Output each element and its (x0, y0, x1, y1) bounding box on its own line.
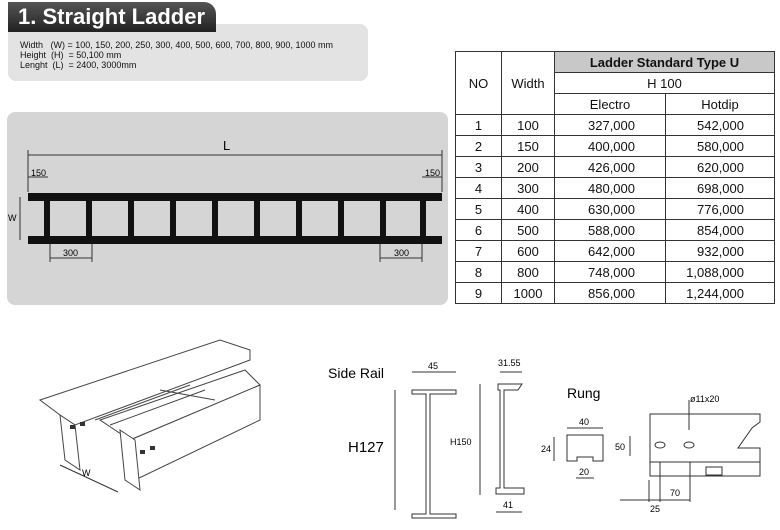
cell-no: 4 (455, 177, 502, 199)
end-left-label: 150 (31, 168, 46, 178)
cell-width: 800 (501, 261, 555, 283)
rung (380, 199, 386, 238)
w41-label: 41 (503, 500, 513, 510)
section-title: 1. Straight Ladder (8, 2, 216, 32)
w3155-label: 31.55 (498, 358, 521, 368)
pitch-left-label: 300 (63, 248, 78, 258)
width-label: W (8, 213, 17, 223)
hole-label: ø11x20 (690, 394, 719, 404)
cell-width: 150 (501, 135, 555, 157)
iso-width-label: W (82, 468, 91, 478)
rung (338, 199, 344, 238)
rung (44, 199, 50, 238)
cell-electro: 630,000 (554, 198, 666, 220)
col-electro: Electro (554, 93, 666, 115)
cell-no: 6 (455, 219, 502, 241)
h150-label: H150 (450, 437, 472, 447)
rung (254, 199, 260, 238)
cell-width: 300 (501, 177, 555, 199)
w45-label: 45 (428, 361, 438, 371)
rung-label: Rung (567, 385, 600, 401)
cell-hotdip: 580,000 (665, 135, 775, 157)
cell-no: 2 (455, 135, 502, 157)
side-rail-label: Side Rail (328, 365, 384, 381)
cell-electro: 327,000 (554, 114, 666, 136)
ladder-diagram: L 150 150 W 300 300 (8, 138, 443, 262)
cell-no: 1 (455, 114, 502, 136)
cell-no: 3 (455, 156, 502, 178)
cell-hotdip: 776,000 (665, 198, 775, 220)
rung (212, 199, 218, 238)
rung (420, 199, 426, 238)
cell-no: 7 (455, 240, 502, 262)
pitch-right-label: 300 (394, 248, 409, 258)
end-right-label: 150 (425, 168, 440, 178)
cell-width: 500 (501, 219, 555, 241)
length-label: L (223, 138, 230, 153)
cell-electro: 642,000 (554, 240, 666, 262)
w40-label: 40 (579, 417, 589, 427)
height-header: H 100 (554, 72, 775, 94)
rung (86, 199, 92, 238)
col-hotdip: Hotdip (665, 93, 775, 115)
cell-electro: 748,000 (554, 261, 666, 283)
d25-label: 25 (650, 504, 660, 514)
cell-hotdip: 1,244,000 (665, 282, 775, 304)
cell-no: 9 (455, 282, 502, 304)
cell-width: 400 (501, 198, 555, 220)
rung (170, 199, 176, 238)
cell-hotdip: 854,000 (665, 219, 775, 241)
cell-hotdip: 542,000 (665, 114, 775, 136)
cell-width: 1000 (501, 282, 555, 304)
isometric-ladder-drawing: W (38, 339, 261, 493)
cell-electro: 588,000 (554, 219, 666, 241)
cell-electro: 856,000 (554, 282, 666, 304)
h24-label: 24 (541, 444, 551, 454)
rung (128, 199, 134, 238)
cell-no: 5 (455, 198, 502, 220)
cell-no: 8 (455, 261, 502, 283)
cell-electro: 426,000 (554, 156, 666, 178)
cell-width: 200 (501, 156, 555, 178)
col-width: Width (501, 51, 555, 115)
price-table: NO Width Ladder Standard Type U H 100 El… (455, 51, 775, 304)
type-header: Ladder Standard Type U (554, 51, 775, 73)
d70-label: 70 (670, 488, 680, 498)
cell-electro: 480,000 (554, 177, 666, 199)
ladder-diagram-panel (7, 112, 448, 305)
rung (296, 199, 302, 238)
profile-drawings: Side Rail H127 45 H150 31.55 41 Rung 40 … (328, 358, 761, 519)
cell-hotdip: 620,000 (665, 156, 775, 178)
cell-electro: 400,000 (554, 135, 666, 157)
w20-label: 20 (579, 467, 589, 477)
cell-width: 600 (501, 240, 555, 262)
h127-label: H127 (348, 439, 384, 456)
cell-width: 100 (501, 114, 555, 136)
cell-hotdip: 698,000 (665, 177, 775, 199)
h50-label: 50 (615, 442, 625, 452)
col-no: NO (455, 51, 502, 115)
cell-hotdip: 1,088,000 (665, 261, 775, 283)
cell-hotdip: 932,000 (665, 240, 775, 262)
